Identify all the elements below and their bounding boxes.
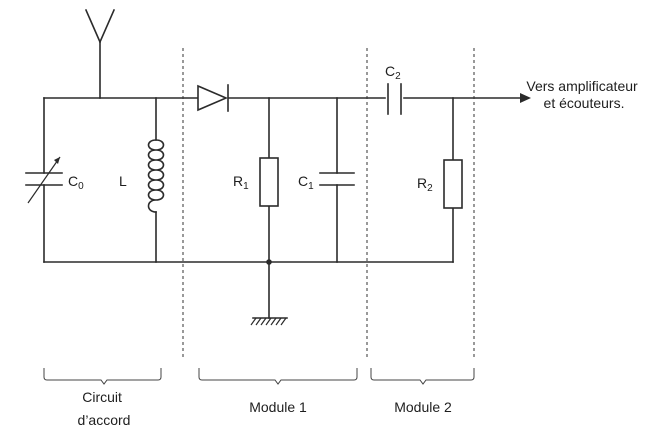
ground-junction-dot (266, 259, 272, 265)
output-label: Vers amplificateur et écouteurs. (526, 78, 641, 111)
antenna-symbol (84, 8, 116, 99)
section-label-module-2: Module 2 (394, 399, 452, 415)
label-c1: C1 (298, 173, 314, 192)
wires (43, 97, 521, 319)
label-r2: R2 (417, 175, 433, 194)
label-c2: C2 (385, 63, 401, 82)
label-l: L (119, 173, 127, 189)
inductor-l (147, 139, 165, 213)
diode-symbol (197, 84, 229, 112)
capacitor-c2 (387, 83, 402, 115)
resistor-r1 (259, 157, 279, 207)
variable-capacitor-c0 (25, 156, 63, 204)
ground-symbol (250, 317, 288, 326)
output-arrow (520, 93, 531, 103)
label-r1: R1 (233, 173, 249, 192)
section-label-tuning-circuit: Circuit d’accord (78, 389, 131, 428)
capacitor-c1 (319, 172, 355, 186)
module-separators (182, 48, 475, 358)
resistor-r2 (443, 159, 463, 209)
section-label-module-1: Module 1 (249, 399, 307, 415)
section-braces (43, 368, 475, 385)
label-c0: C0 (68, 173, 84, 192)
